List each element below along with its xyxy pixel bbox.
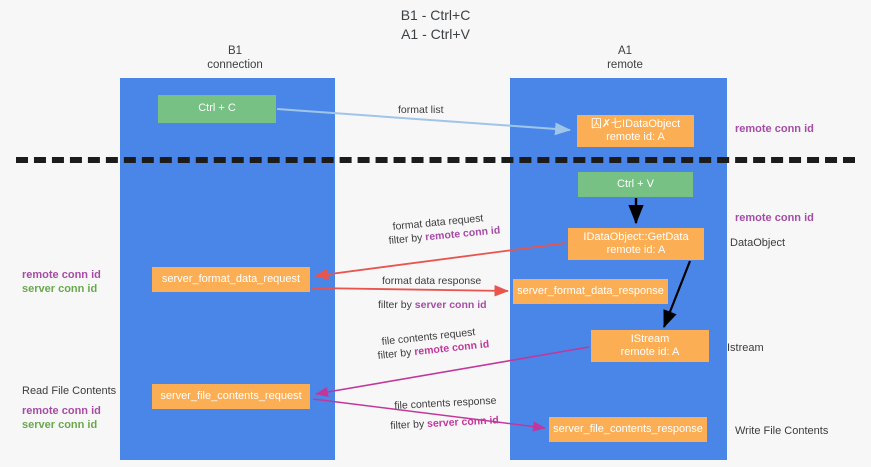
annotation-dataobject-text: DataObject: [730, 237, 786, 249]
node-ctrl-c-label: Ctrl + C: [198, 102, 236, 115]
annotation-remote-conn-id-mid: remote conn id: [735, 211, 814, 225]
annotation-istream: Istream: [727, 341, 764, 355]
annotation-write-file-contents-text: Write File Contents: [735, 425, 829, 437]
node-idataobject-getdata-label: IDataObject::GetData: [583, 230, 689, 243]
annotation-left-conn-ids-top: remote conn id server conn id: [22, 268, 101, 296]
node-ctrl-v-label: Ctrl + V: [617, 177, 654, 190]
edge-label-filter-prefix: filter by: [378, 299, 415, 311]
node-ctrl-v[interactable]: Ctrl + V: [578, 172, 693, 197]
edge-label-filter-prefix: filter by: [390, 418, 428, 432]
column-header-a1-line1: A1: [617, 45, 633, 57]
edge-label-filter-key-server-conn-id: server conn id: [426, 414, 500, 431]
annotation-read-file-contents-text: Read File Contents: [22, 385, 117, 397]
edge-label-format-data-response-text: format data response: [382, 275, 482, 287]
title-line-1: B1 - Ctrl+C: [400, 7, 471, 23]
edge-label-file-contents-response-filter: filter by server conn id: [390, 413, 499, 433]
column-header-b1-line2: connection: [207, 59, 263, 71]
edge-label-format-data-response: format data response: [382, 274, 481, 288]
edge-label-format-list-text: format list: [398, 104, 444, 116]
node-server-file-contents-request[interactable]: server_file_contents_request: [152, 384, 310, 409]
edge-label-format-list: format list: [398, 103, 444, 117]
node-idataobject[interactable]: 囚✗七IDataObject remote id: A: [577, 115, 694, 147]
annotation-left-server-conn-id-top: server conn id: [22, 283, 98, 295]
annotation-istream-text: Istream: [727, 342, 764, 354]
node-ctrl-c[interactable]: Ctrl + C: [158, 95, 276, 123]
connector-format-data-response: [311, 285, 509, 297]
phase-divider: [16, 157, 855, 163]
node-istream-label: IStream: [630, 332, 670, 345]
node-idataobject-getdata[interactable]: IDataObject::GetData remote id: A: [568, 228, 704, 260]
edge-label-format-data-response-filter: filter by server conn id: [378, 298, 487, 312]
node-idataobject-sublabel: remote id: A: [606, 131, 665, 143]
column-header-a1: A1 remote: [520, 44, 730, 72]
annotation-remote-conn-id-top-text: remote conn id: [735, 123, 814, 135]
edge-label-file-contents-response-text: file contents response: [394, 394, 497, 412]
edge-label-file-contents-response: file contents response: [394, 394, 497, 413]
node-idataobject-label: 囚✗七IDataObject: [590, 117, 681, 130]
annotation-remote-conn-id-mid-text: remote conn id: [735, 212, 814, 224]
annotation-dataobject: DataObject: [730, 236, 785, 250]
annotation-left-server-conn-id-bottom: server conn id: [22, 419, 98, 431]
column-header-a1-line2: remote: [607, 59, 643, 71]
node-server-file-contents-request-label: server_file_contents_request: [160, 389, 302, 402]
node-istream-sublabel: remote id: A: [620, 346, 680, 358]
edge-label-filter-key-server-conn-id: server conn id: [414, 299, 487, 311]
title-line-2: A1 - Ctrl+V: [401, 26, 470, 42]
annotation-write-file-contents: Write File Contents: [735, 424, 828, 438]
page-title: B1 - Ctrl+C A1 - Ctrl+V: [0, 6, 871, 44]
node-server-format-data-response[interactable]: server_format_data_response: [513, 279, 668, 304]
node-server-format-data-response-label: server_format_data_response: [517, 284, 664, 297]
node-idataobject-getdata-sublabel: remote id: A: [606, 244, 666, 256]
node-server-format-data-request[interactable]: server_format_data_request: [152, 267, 310, 292]
annotation-left-remote-conn-id-top: remote conn id: [22, 269, 101, 281]
node-server-format-data-request-label: server_format_data_request: [161, 272, 301, 285]
annotation-left-read-file-contents: Read File Contents remote conn id server…: [22, 384, 116, 432]
node-istream[interactable]: IStream remote id: A: [591, 330, 709, 362]
edge-label-filter-prefix: filter by: [377, 346, 415, 362]
column-header-b1-line1: B1: [227, 45, 243, 57]
annotation-remote-conn-id-top: remote conn id: [735, 122, 814, 136]
edge-label-filter-prefix: filter by: [388, 231, 426, 247]
node-server-file-contents-response-label: server_file_contents_response: [553, 422, 703, 435]
annotation-left-remote-conn-id-bottom: remote conn id: [22, 405, 101, 417]
node-server-file-contents-response[interactable]: server_file_contents_response: [549, 417, 707, 442]
column-header-b1: B1 connection: [130, 44, 340, 72]
